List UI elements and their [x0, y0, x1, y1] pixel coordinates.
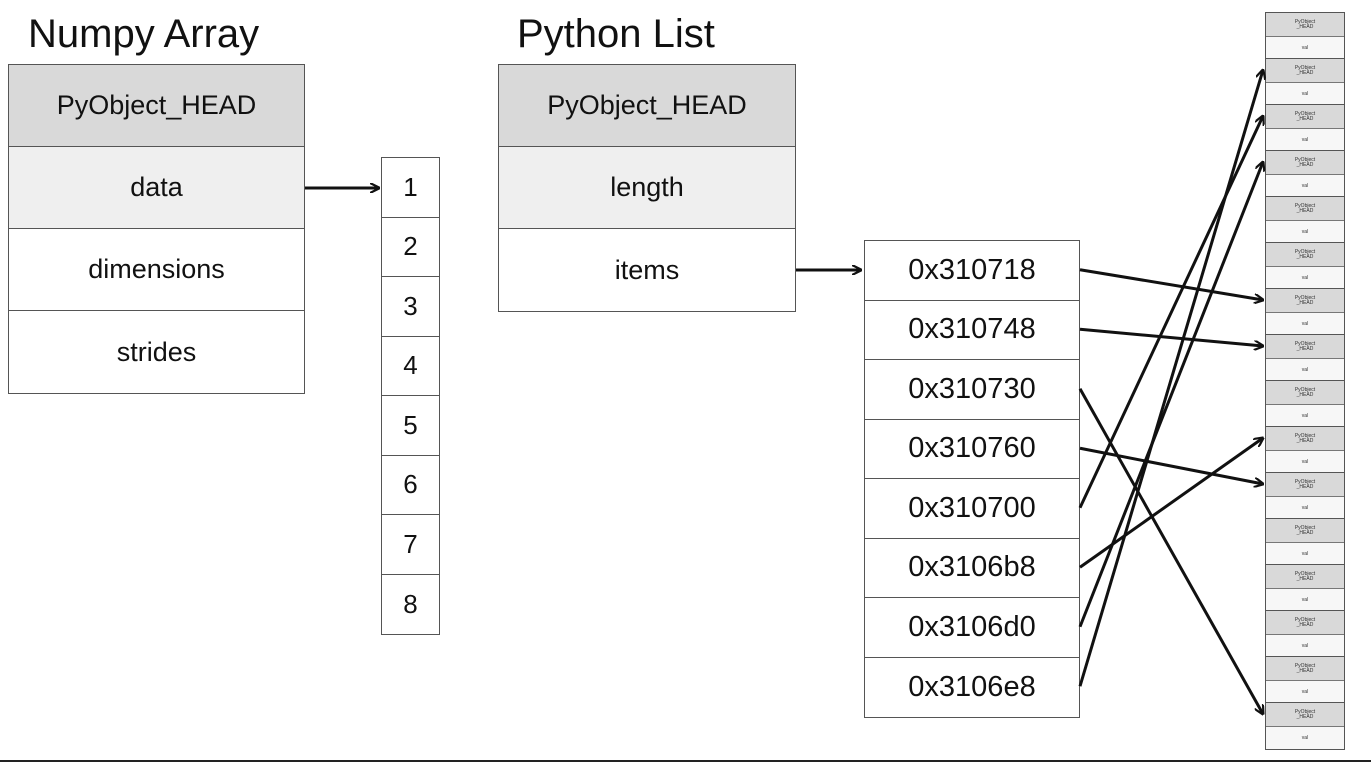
heap-object-value: val — [1266, 129, 1344, 150]
item-pointer: 0x310748 — [865, 301, 1079, 360]
heap-object-header: PyObject _HEAD — [1266, 105, 1344, 129]
heap-object-header: PyObject _HEAD — [1266, 13, 1344, 37]
item-pointer: 0x310718 — [865, 241, 1079, 301]
item-pointer: 0x310730 — [865, 360, 1079, 420]
numpy-array-struct: PyObject_HEAD data dimensions strides — [8, 64, 305, 394]
heap-object-value: val — [1266, 635, 1344, 656]
buffer-value: 8 — [403, 588, 418, 619]
python-list-title: Python List — [517, 12, 715, 56]
heap-object-value: val — [1266, 221, 1344, 242]
heap-object-header: PyObject _HEAD — [1266, 519, 1344, 543]
heap-object-header: PyObject _HEAD — [1266, 703, 1344, 727]
item-pointer-array: 0x310718 0x310748 0x310730 0x310760 0x31… — [864, 240, 1080, 718]
heap-object-header: PyObject _HEAD — [1266, 197, 1344, 221]
heap-object-value: val — [1266, 543, 1344, 564]
python-list-struct: PyObject_HEAD length items — [498, 64, 796, 312]
heap-object-header: PyObject _HEAD — [1266, 335, 1344, 359]
buffer-value: 4 — [382, 337, 439, 396]
item-pointer: 0x310760 — [865, 420, 1079, 479]
heap-object-value: val — [1266, 451, 1344, 472]
heap-object-value: val — [1266, 589, 1344, 610]
item-pointer-arrow — [1078, 116, 1263, 509]
buffer-value: 5 — [382, 396, 439, 456]
heap-object-header: PyObject _HEAD — [1266, 427, 1344, 451]
heap-object-header: PyObject _HEAD — [1266, 289, 1344, 313]
buffer-value: 7 — [382, 515, 439, 575]
buffer-value: 3 — [382, 277, 439, 337]
item-pointer-arrow — [1078, 70, 1263, 687]
heap-object-value: val — [1266, 37, 1344, 58]
numpy-field-strides: strides — [9, 311, 304, 393]
heap-object-value: val — [1266, 681, 1344, 702]
heap-object-header: PyObject _HEAD — [1266, 565, 1344, 589]
heap-object-header: PyObject _HEAD — [1266, 243, 1344, 267]
numpy-array-title: Numpy Array — [28, 12, 260, 56]
data-buffer: 1 2 3 4 5 6 7 8 — [381, 157, 440, 635]
list-field-items: items — [499, 229, 795, 311]
bottom-rule — [0, 760, 1371, 762]
numpy-field-pyobject-head: PyObject_HEAD — [9, 65, 304, 147]
item-pointer: 0x3106b8 — [865, 539, 1079, 598]
heap-object-header: PyObject _HEAD — [1266, 657, 1344, 681]
heap-object-header: PyObject _HEAD — [1266, 381, 1344, 405]
item-pointer-arrow — [1079, 327, 1263, 346]
heap-object-value: val — [1266, 83, 1344, 104]
item-pointer-arrow — [1079, 446, 1263, 484]
heap-object-value: val — [1266, 497, 1344, 518]
heap-object-value: val — [1266, 267, 1344, 288]
heap-object-value: val — [1266, 175, 1344, 196]
item-pointer-arrow — [1079, 268, 1263, 300]
item-pointer-arrow — [1079, 438, 1263, 569]
buffer-value: 1 — [382, 158, 439, 218]
heap-object-header: PyObject _HEAD — [1266, 473, 1344, 497]
heap-object-header: PyObject _HEAD — [1266, 611, 1344, 635]
heap-object-value: val — [1266, 313, 1344, 334]
buffer-value: 6 — [382, 456, 439, 515]
item-pointer: 0x3106e8 — [908, 670, 1036, 703]
heap-object-value: val — [1266, 359, 1344, 380]
heap-object-value: val — [1266, 405, 1344, 426]
numpy-field-data: data — [9, 147, 304, 229]
buffer-value: 2 — [382, 218, 439, 277]
list-field-pyobject-head: PyObject_HEAD — [499, 65, 795, 147]
list-field-length: length — [499, 147, 795, 229]
item-pointer-arrow — [1078, 162, 1263, 628]
item-pointer-arrow — [1078, 388, 1263, 714]
item-pointer: 0x3106d0 — [865, 598, 1079, 658]
numpy-field-dimensions: dimensions — [9, 229, 304, 311]
item-pointer: 0x310700 — [865, 479, 1079, 539]
heap-object-header: PyObject _HEAD — [1266, 59, 1344, 83]
heap-object-value: val — [1266, 727, 1344, 749]
heap-object-header: PyObject _HEAD — [1266, 151, 1344, 175]
